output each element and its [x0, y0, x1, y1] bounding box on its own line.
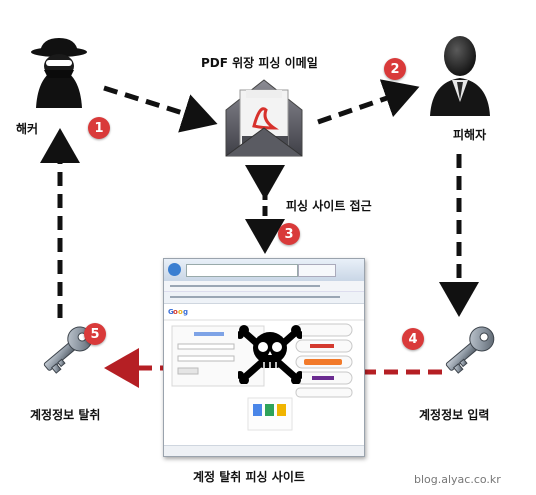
step-badge-5: 5 [84, 323, 106, 345]
browser-toolbar [164, 292, 364, 304]
victim-person-icon [430, 36, 490, 116]
arrow-hacker-to-email [103, 85, 218, 133]
address-bar [186, 264, 298, 277]
svg-text:G: G [168, 308, 174, 316]
svg-text:o: o [178, 308, 183, 316]
skull-crossbones-icon [238, 325, 302, 384]
browser-menubar [164, 281, 364, 292]
svg-text:g: g [183, 308, 188, 316]
watermark: blog.alyac.co.kr [414, 473, 501, 486]
key-icon [445, 326, 495, 374]
steal-account-label: 계정정보 탈취 [30, 408, 101, 422]
step-badge-3: 3 [278, 223, 300, 245]
back-icon [168, 263, 181, 276]
email-label: PDF 위장 피싱 이메일 [201, 56, 318, 70]
arrow-email-to-victim [317, 79, 420, 125]
pdf-envelope-icon: PDF [225, 79, 303, 157]
browser-statusbar [164, 445, 364, 456]
browser-tab [298, 264, 336, 277]
phishing-access-label: 피싱 사이트 접근 [286, 199, 372, 213]
step-badge-2: 2 [384, 58, 406, 80]
hacker-label: 해커 [16, 122, 39, 136]
hacker-spy-icon [31, 38, 87, 108]
step-badge-1: 1 [88, 117, 110, 139]
svg-text:o: o [173, 308, 178, 316]
step-badge-4: 4 [402, 328, 424, 350]
browser-window: G o o g [163, 258, 365, 457]
phishing-site-label: 계정 탈취 피싱 사이트 [193, 470, 305, 484]
browser-page: G o o g [164, 304, 364, 444]
victim-label: 피해자 [453, 128, 487, 142]
browser-titlebar [164, 259, 364, 281]
google-docs-mock: G o o g [164, 308, 364, 431]
input-account-label: 계정정보 입력 [419, 408, 490, 422]
